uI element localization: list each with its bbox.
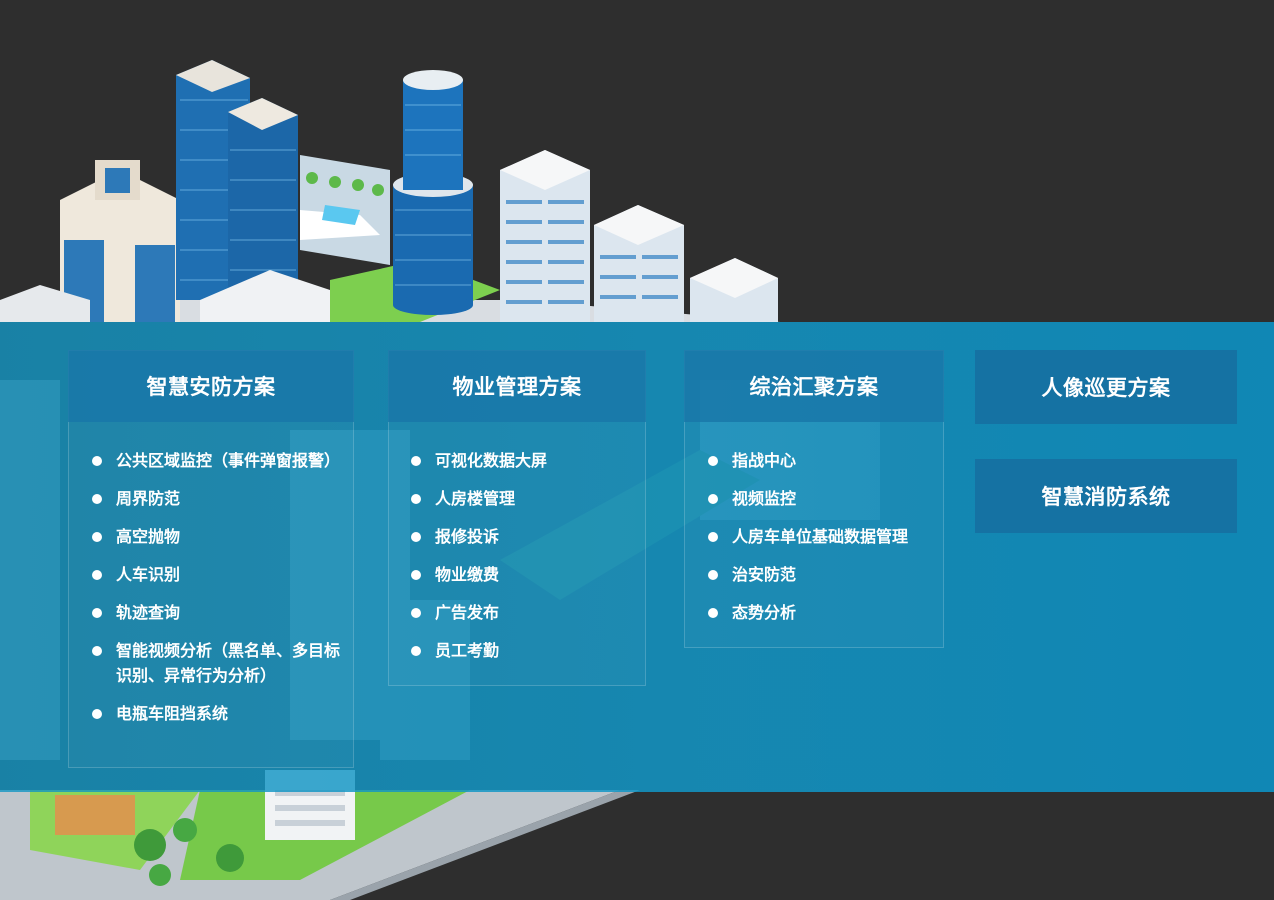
- list-item: 可视化数据大屏: [411, 448, 641, 473]
- bullet-icon: [92, 570, 102, 580]
- bullet-icon: [411, 646, 421, 656]
- list-item: 人房车单位基础数据管理: [708, 524, 944, 549]
- list-item: 报修投诉: [411, 524, 641, 549]
- list-item: 广告发布: [411, 600, 641, 625]
- bullet-icon: [708, 494, 718, 504]
- list-item: 人房楼管理: [411, 486, 641, 511]
- list-item: 治安防范: [708, 562, 944, 587]
- list-item: 电瓶车阻挡系统: [92, 701, 342, 726]
- bullet-icon: [92, 646, 102, 656]
- list-item: 物业缴费: [411, 562, 641, 587]
- bullet-icon: [92, 608, 102, 618]
- solution-title-text: 综治汇聚方案: [749, 375, 879, 399]
- bullet-icon: [92, 456, 102, 466]
- list-item: 员工考勤: [411, 638, 641, 663]
- bullet-icon: [92, 494, 102, 504]
- solution-button-label: 智慧消防系统: [1041, 485, 1171, 509]
- bullet-icon: [708, 570, 718, 580]
- solution-button-label: 人像巡更方案: [1041, 376, 1171, 400]
- solutions-panel: 智慧安防方案 公共区域监控（事件弹窗报警） 周界防范 高空抛物 人车识别 轨迹查…: [0, 322, 1274, 792]
- list-item: 指战中心: [708, 448, 944, 473]
- bullet-icon: [92, 532, 102, 542]
- bullet-icon: [92, 709, 102, 719]
- bullet-icon: [708, 608, 718, 618]
- bullet-icon: [708, 532, 718, 542]
- solution-list-property: 可视化数据大屏 人房楼管理 报修投诉 物业缴费 广告发布 员工考勤: [411, 448, 641, 676]
- bullet-icon: [708, 456, 718, 466]
- solution-title-security[interactable]: 智慧安防方案: [68, 350, 354, 422]
- solution-title-property[interactable]: 物业管理方案: [388, 350, 646, 422]
- bullet-icon: [411, 570, 421, 580]
- solution-title-text: 智慧安防方案: [146, 375, 276, 399]
- bullet-icon: [411, 608, 421, 618]
- solution-title-text: 物业管理方案: [452, 375, 582, 399]
- list-item: 高空抛物: [92, 524, 342, 549]
- list-item: 轨迹查询: [92, 600, 342, 625]
- solution-title-governance[interactable]: 综治汇聚方案: [684, 350, 944, 422]
- bullet-icon: [411, 532, 421, 542]
- solution-list-governance: 指战中心 视频监控 人房车单位基础数据管理 治安防范 态势分析: [708, 448, 944, 638]
- list-item: 人车识别: [92, 562, 342, 587]
- solution-button-patrol[interactable]: 人像巡更方案: [975, 350, 1237, 424]
- list-item: 态势分析: [708, 600, 944, 625]
- list-item: 周界防范: [92, 486, 342, 511]
- list-item: 公共区域监控（事件弹窗报警）: [92, 448, 342, 473]
- bullet-icon: [411, 494, 421, 504]
- solution-list-security: 公共区域监控（事件弹窗报警） 周界防范 高空抛物 人车识别 轨迹查询 智能视频分…: [92, 448, 342, 739]
- list-item: 视频监控: [708, 486, 944, 511]
- bullet-icon: [411, 456, 421, 466]
- solution-button-fire[interactable]: 智慧消防系统: [975, 459, 1237, 533]
- list-item: 智能视频分析（黑名单、多目标识别、异常行为分析）: [92, 638, 342, 688]
